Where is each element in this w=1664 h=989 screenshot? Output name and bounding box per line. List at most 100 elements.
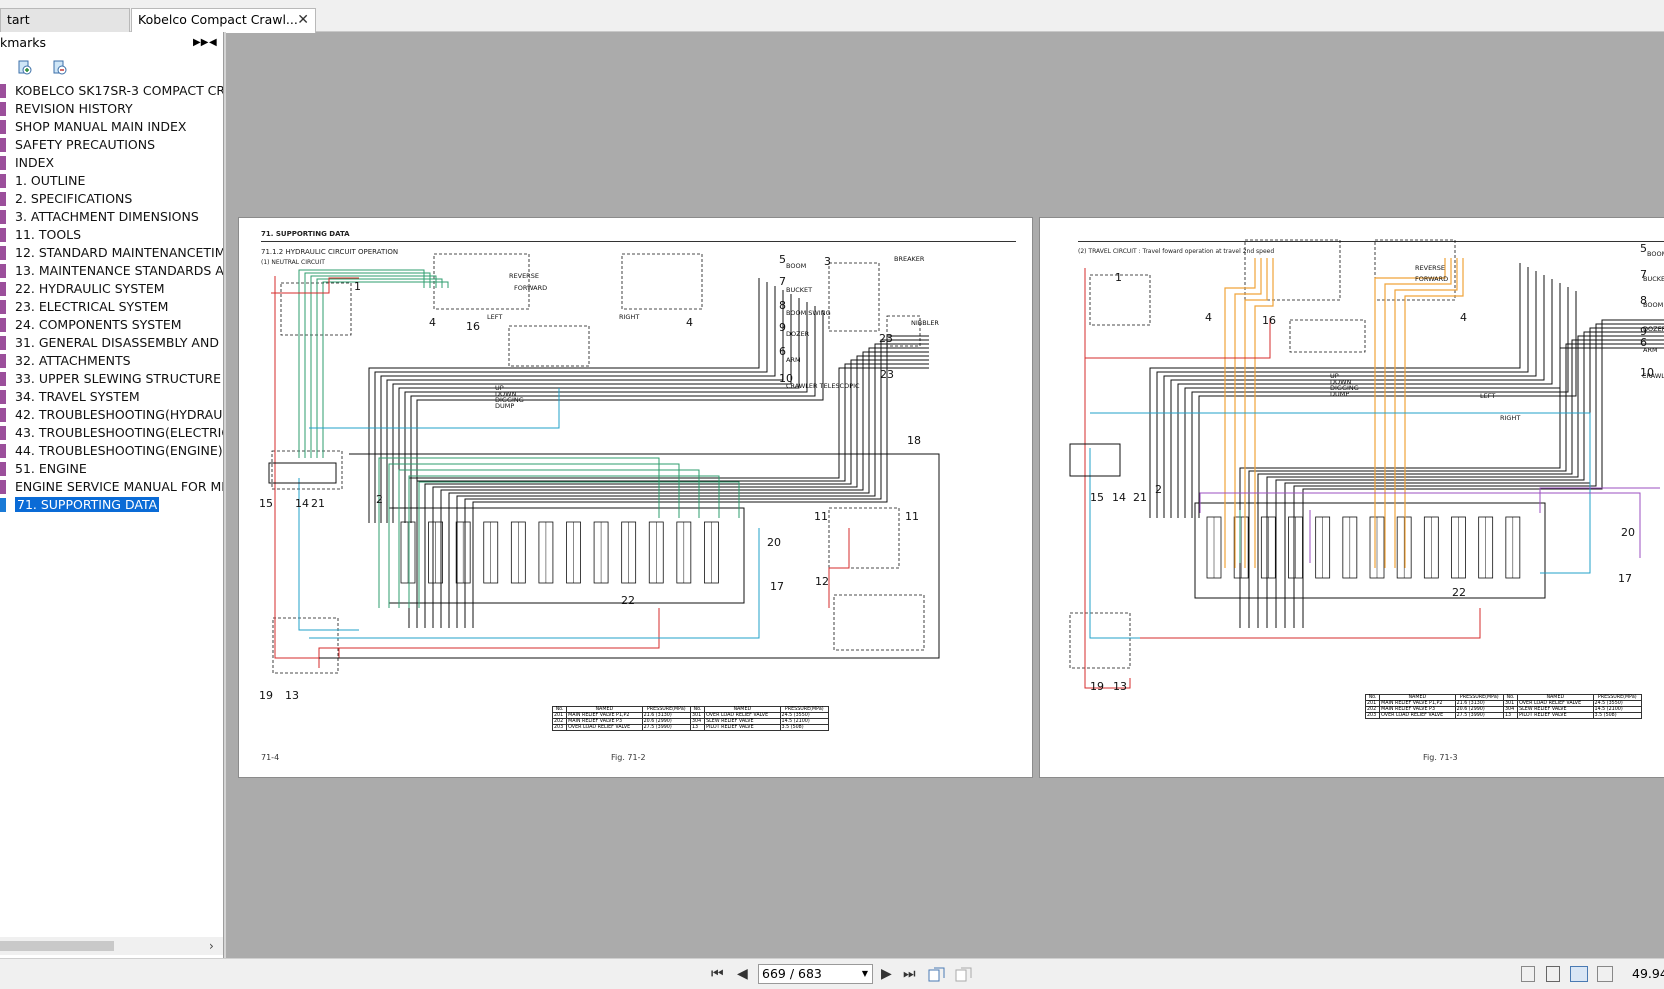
continuous-view-icon[interactable]	[1546, 966, 1560, 982]
hydraulic-line	[388, 463, 680, 608]
bookmark-item[interactable]: 13. MAINTENANCE STANDARDS AND	[0, 262, 223, 280]
tab-start[interactable]: tart	[0, 8, 130, 32]
continuous-facing-view-icon[interactable]	[1597, 966, 1613, 982]
collapse-panel-icon[interactable]: ◀	[209, 37, 217, 48]
hydraulic-line	[1149, 263, 1521, 518]
callout-number: 16	[1262, 314, 1276, 327]
circuit-label: ARM	[1643, 346, 1658, 354]
bookmark-item[interactable]: ENGINE SERVICE MANUAL FOR MITSU	[0, 478, 223, 496]
bookmark-item[interactable]: 71. SUPPORTING DATA	[0, 496, 223, 514]
circuit-label: UP	[495, 384, 504, 392]
go-back-view-icon[interactable]	[928, 967, 945, 983]
bookmark-icon	[0, 462, 6, 476]
first-page-icon[interactable]: ⏮	[711, 966, 724, 982]
circuit-label: CRAWLER TELESCO	[1642, 372, 1664, 380]
circuit-label: DUMP	[495, 402, 514, 410]
hydraulic-line	[1234, 258, 1262, 568]
hydraulic-line	[368, 278, 760, 523]
prev-page-icon[interactable]: ◀	[737, 966, 748, 982]
expand-bookmark-icon[interactable]	[17, 60, 33, 76]
close-icon[interactable]: ✕	[297, 12, 309, 28]
bookmark-item[interactable]: 32. ATTACHMENTS	[0, 352, 223, 370]
page-number-input[interactable]: 669 / 683 ▼	[758, 964, 873, 984]
last-page-icon[interactable]: ⏭	[903, 966, 916, 982]
bookmark-item[interactable]: 3. ATTACHMENT DIMENSIONS	[0, 208, 223, 226]
scroll-right-icon[interactable]: ›	[209, 939, 214, 953]
go-forward-view-icon[interactable]	[955, 967, 972, 983]
callout-number: 11	[814, 510, 828, 523]
hydraulic-line	[1135, 608, 1481, 639]
hydraulic-line	[448, 347, 929, 628]
bookmark-item[interactable]: 2. SPECIFICATIONS	[0, 190, 223, 208]
component-box	[621, 253, 703, 310]
callout-number: 13	[1113, 680, 1127, 693]
document-page-right: (2) TRAVEL CIRCUIT : Travel foward opera…	[1039, 217, 1664, 778]
bookmark-item[interactable]: 24. COMPONENTS SYSTEM	[0, 316, 223, 334]
hydraulic-line	[374, 282, 768, 523]
circuit-label: BOOM	[786, 262, 806, 270]
tab-label: Kobelco Compact Crawl...	[138, 12, 298, 27]
next-page-icon[interactable]: ▶	[881, 966, 892, 982]
hydraulic-line	[1224, 258, 1256, 568]
hydraulic-line	[418, 481, 740, 608]
bookmark-icon	[0, 372, 6, 386]
bookmark-item[interactable]: 44. TROUBLESHOOTING(ENGINE)	[0, 442, 223, 460]
bookmark-label: 2. SPECIFICATIONS	[15, 191, 133, 206]
bookmark-item[interactable]: KOBELCO SK17SR-3 COMPACT CRAW	[0, 82, 223, 100]
callout-number: 18	[907, 434, 921, 447]
circuit-label: BUCKET	[1643, 275, 1664, 283]
facing-view-icon[interactable]	[1570, 966, 1588, 982]
bookmark-item[interactable]: 12. STANDARD MAINTENANCETIME T	[0, 244, 223, 262]
circuit-label: BOOM SWING	[1643, 301, 1664, 309]
bookmark-item[interactable]: SAFETY PRECAUTIONS	[0, 136, 223, 154]
component-box	[828, 262, 880, 332]
bookmark-item[interactable]: 42. TROUBLESHOOTING(HYDRAULIC	[0, 406, 223, 424]
circuit-label: DOWN	[495, 390, 517, 398]
find-bookmark-icon[interactable]	[52, 60, 68, 76]
horizontal-scrollbar[interactable]: ›	[0, 937, 223, 955]
bookmark-item[interactable]: 34. TRAVEL SYSTEM	[0, 388, 223, 406]
table-header: PRESSURE(MPa)	[1592, 694, 1643, 701]
bookmark-item[interactable]: SHOP MANUAL MAIN INDEX	[0, 118, 223, 136]
circuit-label: ARM	[786, 356, 801, 364]
hydraulic-line	[1170, 275, 1545, 518]
zoom-level[interactable]: 49.94	[1632, 966, 1664, 981]
callout-number: 4	[1205, 311, 1212, 324]
bookmark-item[interactable]: 51. ENGINE	[0, 460, 223, 478]
bookmark-icon	[0, 354, 6, 368]
bookmark-label: KOBELCO SK17SR-3 COMPACT CRAW	[15, 83, 224, 98]
bookmark-item[interactable]: REVISION HISTORY	[0, 100, 223, 118]
bookmark-item[interactable]: 22. HYDRAULIC SYSTEM	[0, 280, 223, 298]
bookmark-item[interactable]: 43. TROUBLESHOOTING(ELECTRICAL	[0, 424, 223, 442]
bookmark-item[interactable]: 31. GENERAL DISASSEMBLY AND ASS	[0, 334, 223, 352]
hydraulic-line	[1394, 258, 1458, 568]
callout-number: 6	[1640, 336, 1647, 349]
bookmark-list: KOBELCO SK17SR-3 COMPACT CRAW REVISION HI…	[0, 82, 223, 514]
callout-number: 14	[295, 497, 309, 510]
bookmark-item[interactable]: INDEX	[0, 154, 223, 172]
bookmark-item[interactable]: 1. OUTLINE	[0, 172, 223, 190]
circuit-label: FORWARD	[514, 284, 547, 292]
bookmark-item[interactable]: 11. TOOLS	[0, 226, 223, 244]
single-page-view-icon[interactable]	[1521, 966, 1535, 982]
callout-number: 9	[1640, 325, 1647, 338]
bookmark-item[interactable]: 33. UPPER SLEWING STRUCTURE	[0, 370, 223, 388]
expand-panel-icon[interactable]: ▶▶	[193, 37, 209, 48]
header-rule	[261, 241, 1016, 242]
circuit-label: BOOM	[1647, 250, 1664, 258]
chevron-down-icon[interactable]: ▼	[861, 969, 868, 978]
hydraulic-line	[1184, 283, 1561, 518]
callout-number: 7	[779, 275, 786, 288]
page-number: 71-4	[261, 753, 280, 762]
bookmark-icon	[0, 138, 6, 152]
bookmark-item[interactable]: 23. ELECTRICAL SYSTEM	[0, 298, 223, 316]
hydraulic-line	[1089, 448, 1140, 639]
scrollbar-thumb[interactable]	[0, 941, 114, 951]
panel-splitter[interactable]	[224, 32, 226, 958]
circuit-label: DIGGING	[495, 396, 524, 404]
tab-document[interactable]: Kobelco Compact Crawl... ✕	[131, 8, 316, 33]
